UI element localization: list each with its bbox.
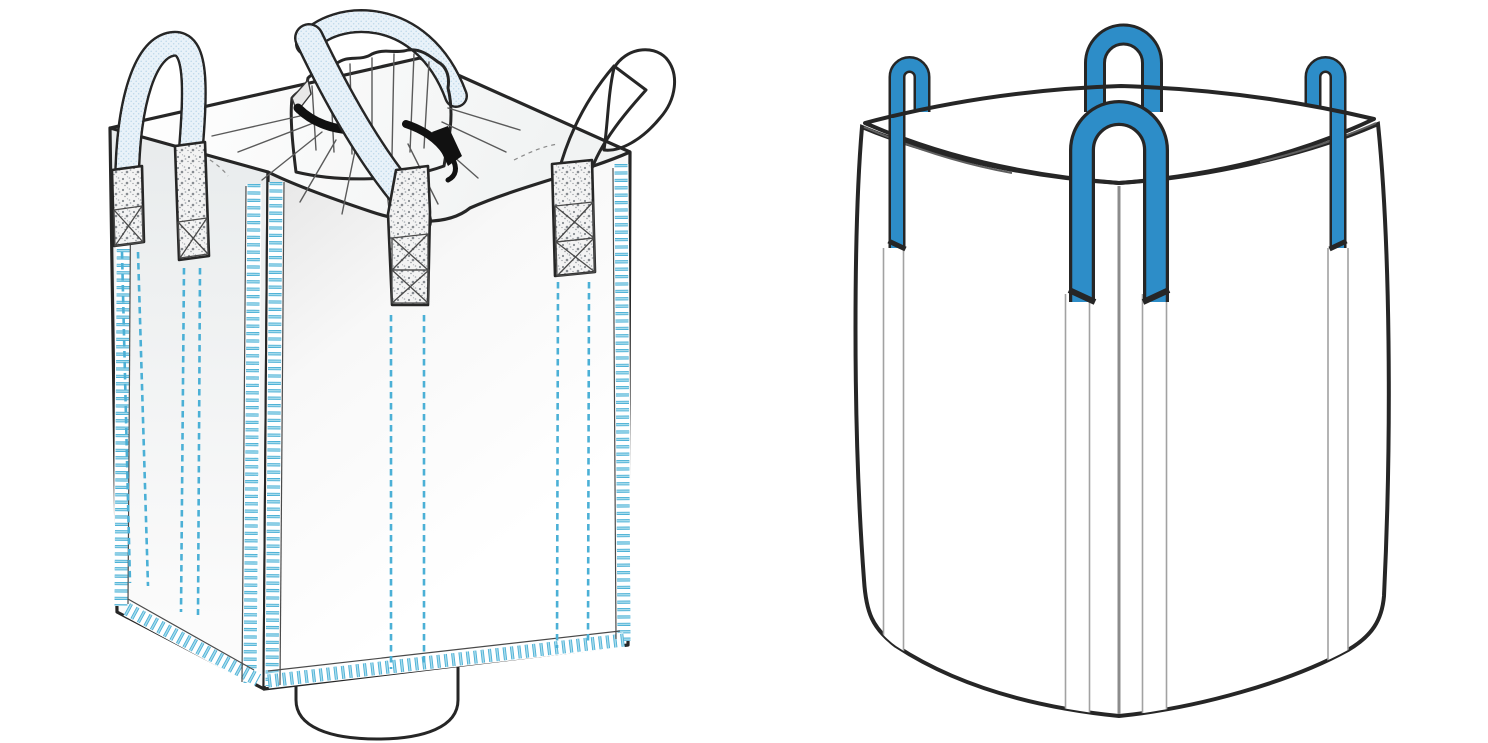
loop-top-bag-illustration bbox=[853, 23, 1391, 718]
loop-attachment-cuffs bbox=[110, 140, 597, 307]
right-lift-loop bbox=[556, 48, 677, 176]
tie-top-bag-illustration bbox=[108, 21, 677, 741]
ladder-stitching bbox=[113, 137, 632, 689]
rim-lip-lines bbox=[863, 122, 1377, 174]
loop-fold-flap bbox=[602, 48, 677, 152]
loop-rising-strap bbox=[556, 64, 648, 176]
discharge-spout bbox=[294, 656, 460, 741]
dashed-seam-stitching bbox=[120, 251, 591, 669]
back-lift-loop bbox=[1084, 23, 1163, 112]
loop-cuff bbox=[173, 140, 211, 262]
right-lift-loop bbox=[1304, 56, 1347, 134]
right-loop-front-leg bbox=[1328, 118, 1348, 252]
bag-body bbox=[853, 122, 1391, 718]
loop-cuff bbox=[110, 164, 146, 248]
bag-front-face bbox=[264, 152, 630, 689]
webbing-bands bbox=[882, 248, 1349, 716]
left-lift-loop bbox=[888, 56, 931, 134]
bag-left-face bbox=[110, 128, 268, 689]
left-loop-front-leg bbox=[887, 118, 907, 252]
bag-top-face bbox=[863, 84, 1376, 185]
front-lift-loop bbox=[1067, 100, 1171, 305]
